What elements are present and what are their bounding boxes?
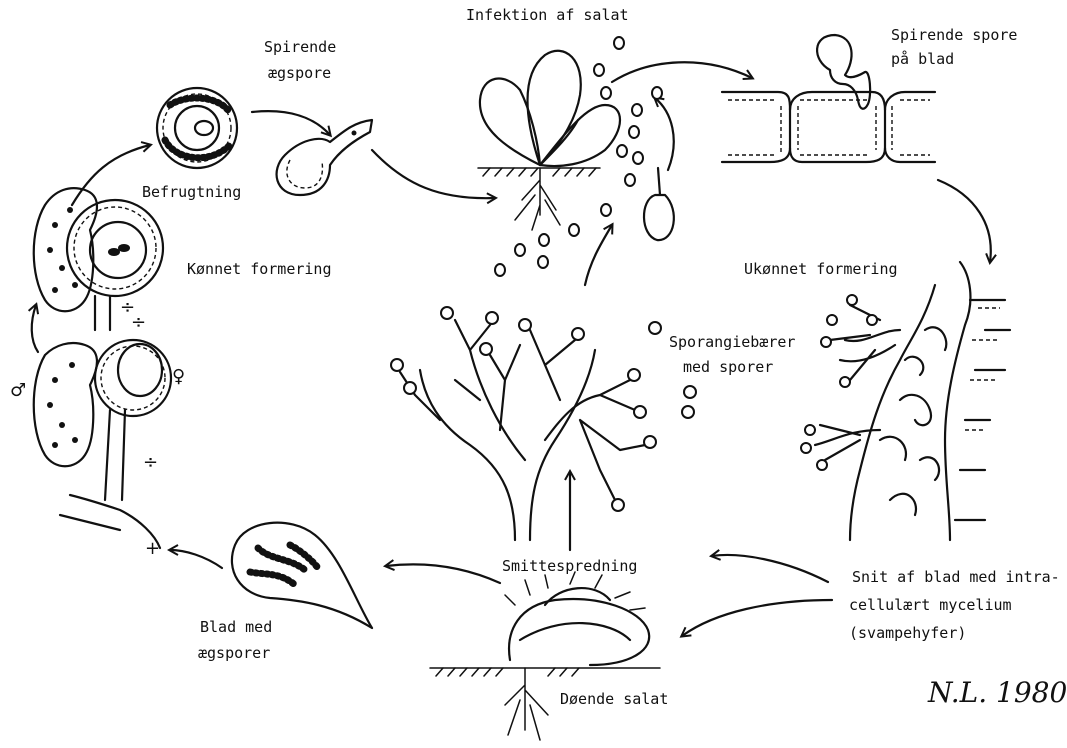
label-germinating-oospore-1: Spirende bbox=[264, 36, 336, 58]
arrow-infection-to-spore-on-leaf bbox=[612, 62, 752, 82]
label-leaf-section-1: Snit af blad med intra- bbox=[852, 566, 1060, 588]
label-leaf-section-3: (svampehyfer) bbox=[849, 622, 966, 644]
arrow-section-to-dispersal bbox=[712, 555, 828, 582]
leaf-section-mycelium bbox=[801, 262, 1010, 540]
label-asexual-reproduction: Ukønnet formering bbox=[744, 258, 898, 280]
label-fertilization: Befrugtning bbox=[142, 181, 241, 203]
arrow-sporangiophores-up bbox=[585, 225, 612, 285]
plus-symbol: + bbox=[145, 538, 160, 559]
sporangiophore-tree bbox=[391, 307, 696, 540]
male-symbol: ♂ bbox=[10, 380, 26, 401]
arrow-spores-back-up bbox=[655, 98, 674, 170]
label-sporangiophores-2: med sporer bbox=[683, 356, 773, 378]
label-germinating-spore-on-leaf-2: på blad bbox=[891, 48, 954, 70]
gametangia-drawing bbox=[34, 340, 171, 548]
spores-scatter bbox=[495, 37, 674, 276]
label-dispersal: Smittespredning bbox=[502, 555, 637, 577]
arrow-oospore-to-infection bbox=[372, 150, 495, 198]
germinating-spore bbox=[644, 168, 674, 240]
minus-symbol-3: ÷ bbox=[143, 452, 158, 473]
arrow-fertilization-to-germinating-oospore bbox=[252, 111, 330, 135]
dying-lettuce-drawing bbox=[430, 572, 660, 740]
label-infection: Infektion af salat bbox=[466, 4, 629, 26]
fertilized-oogonium-drawing bbox=[34, 188, 163, 330]
minus-symbol-2: ÷ bbox=[120, 297, 135, 318]
label-germinating-oospore-2: ægspore bbox=[268, 62, 331, 84]
label-leaf-with-oospores-2: ægsporer bbox=[198, 642, 270, 664]
label-leaf-with-oospores-1: Blad med bbox=[200, 616, 272, 638]
arrow-dispersal-to-leaf-with-oospores bbox=[386, 564, 500, 583]
arrow-section-to-dying-lettuce bbox=[682, 600, 832, 636]
arrow-male-to-fertilized bbox=[32, 305, 38, 352]
lettuce-infection-drawing bbox=[478, 51, 620, 230]
arrow-spore-on-leaf-to-asexual bbox=[938, 180, 991, 262]
label-sporangiophores-1: Sporangiebærer bbox=[669, 331, 795, 353]
leaf-with-oospores-drawing bbox=[232, 523, 372, 628]
label-sexual-reproduction: Kønnet formering bbox=[187, 258, 332, 280]
female-symbol: ♀ bbox=[172, 366, 185, 387]
label-germinating-spore-on-leaf-1: Spirende spore bbox=[891, 24, 1017, 46]
germinating-spore-on-leaf bbox=[817, 35, 870, 109]
arrow-fertilized-to-fertilization bbox=[72, 145, 150, 205]
germinating-oospore-drawing bbox=[277, 120, 372, 195]
artist-signature: N.L. 1980 bbox=[928, 676, 1067, 709]
label-dying-lettuce: Døende salat bbox=[560, 688, 668, 710]
label-leaf-section-2: cellulært mycelium bbox=[849, 594, 1012, 616]
fertilization-oospore-drawing bbox=[157, 88, 237, 168]
arrow-leaf-to-male-fusion bbox=[170, 550, 222, 568]
